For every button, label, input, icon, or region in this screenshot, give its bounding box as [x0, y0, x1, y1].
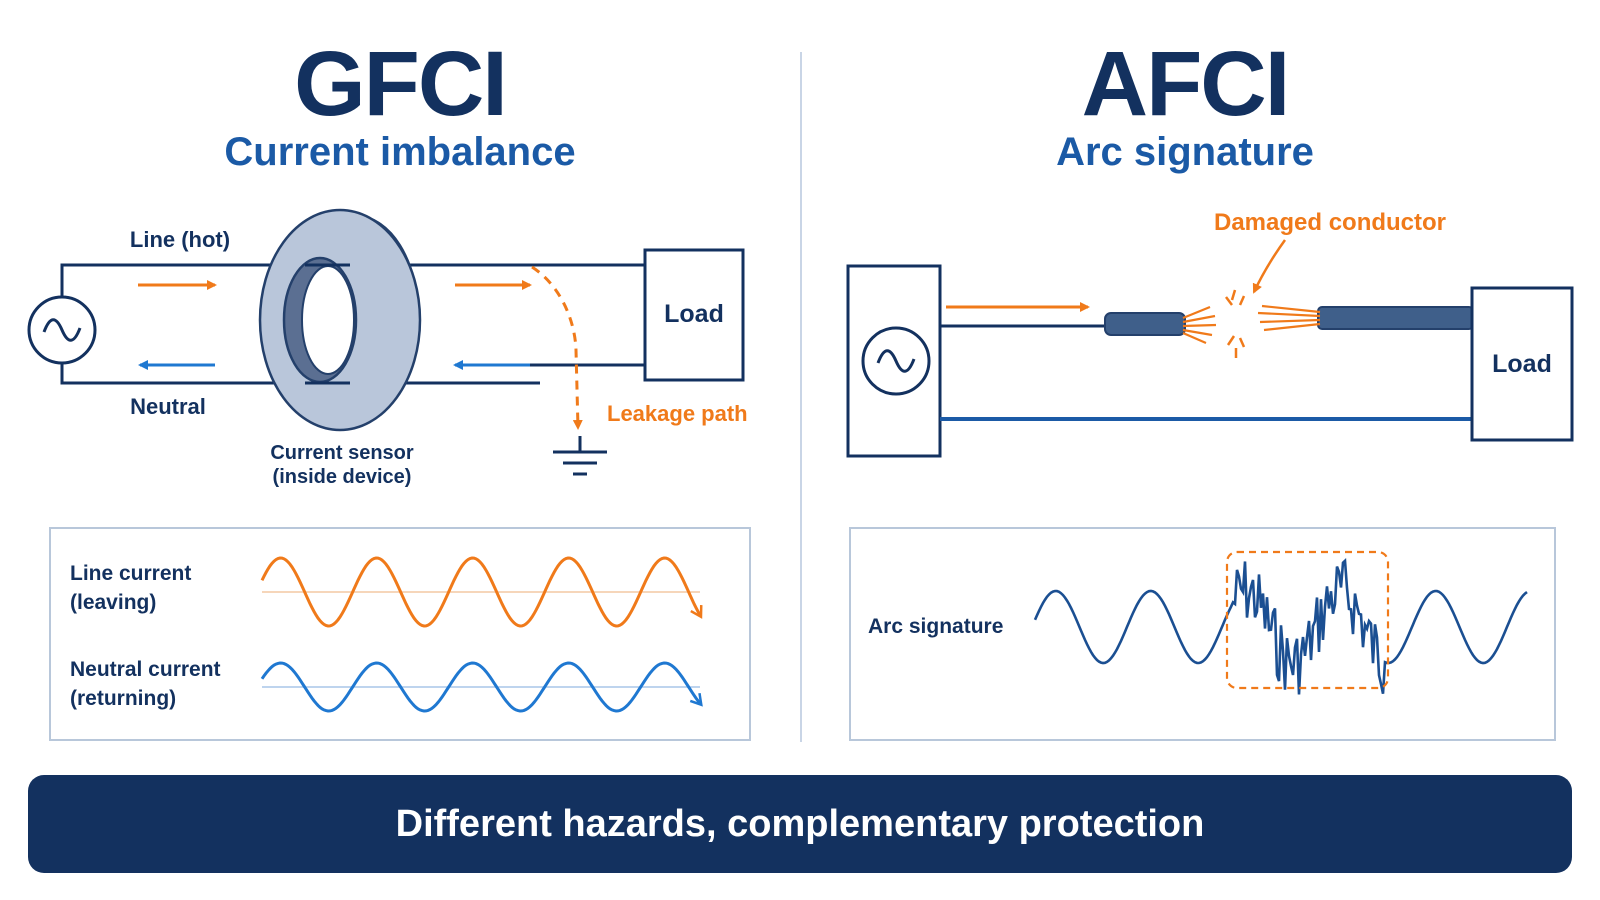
neutral-label: Neutral [130, 394, 206, 419]
gfci-wave-panel: Line current (leaving) Neutral current (… [49, 527, 751, 741]
damaged-conductor-label: Damaged conductor [1214, 209, 1446, 236]
ground-icon [553, 436, 607, 476]
current-sensor-icon [258, 208, 422, 432]
afci-wave-panel: Arc signature [849, 527, 1556, 741]
gfci-subtitle: Current imbalance [224, 130, 576, 174]
gfci-circuit: Load Line (hot) Neutral Leakage path Cur… [27, 208, 748, 488]
gfci-load-label: Load [664, 300, 724, 328]
afci-subtitle: Arc signature [1056, 130, 1314, 174]
damaged-conductor-pointer [1252, 239, 1287, 294]
afci-ac-source-icon [861, 326, 931, 396]
afci-title: AFCI [1081, 33, 1291, 135]
frayed-strands-right [1257, 304, 1321, 332]
gfci-title: GFCI [294, 33, 508, 135]
gfci-line-wire [60, 263, 645, 300]
center-divider [800, 52, 802, 742]
line-current-label: Line current [70, 562, 191, 585]
line-current-wave [260, 556, 703, 628]
leakage-path-label: Leakage path [607, 401, 748, 426]
cable-left [1104, 312, 1186, 336]
gfci-load-box [643, 248, 745, 382]
neutral-current-wave [260, 661, 703, 713]
afci-load-box [1470, 286, 1574, 442]
afci-circuit: Load Damaged conductor [846, 209, 1574, 458]
leakage-path-line [531, 265, 583, 430]
neutral-current-sublabel: (returning) [70, 687, 176, 710]
line-current-sublabel: (leaving) [70, 591, 156, 614]
gfci-wave-frame [49, 527, 751, 741]
cable-right [1317, 306, 1474, 330]
summary-banner-text: Different hazards, complementary protect… [395, 802, 1205, 845]
frayed-strands-left [1182, 305, 1217, 345]
line-hot-label: Line (hot) [130, 227, 230, 252]
afci-wave-frame [849, 527, 1556, 741]
ac-source-icon [27, 295, 97, 365]
arc-signature-wave [1033, 557, 1528, 695]
neutral-current-label: Neutral current [70, 658, 221, 681]
summary-banner: Different hazards, complementary protect… [28, 775, 1572, 873]
arc-signature-label: Arc signature [868, 615, 1003, 638]
afci-load-label: Load [1492, 350, 1552, 378]
current-sensor-label: Current sensor [270, 442, 414, 464]
current-sensor-sublabel: (inside device) [273, 466, 412, 488]
spark-icon [1225, 289, 1246, 358]
